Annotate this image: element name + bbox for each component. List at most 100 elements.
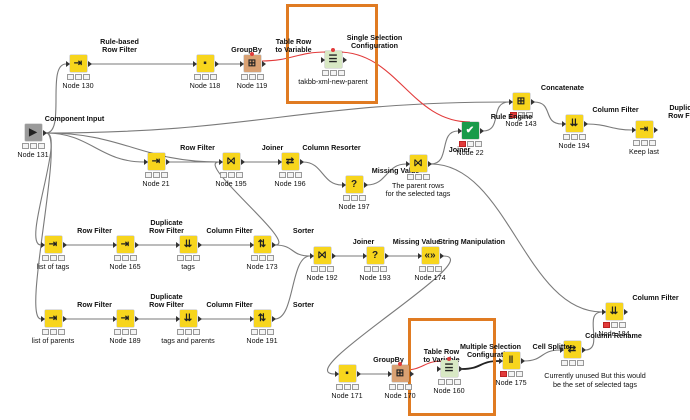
node-icon[interactable]: ⇊ — [565, 115, 583, 132]
input-port[interactable] — [457, 128, 462, 134]
node-icon[interactable]: ⇥ — [69, 55, 87, 72]
input-port[interactable] — [387, 371, 392, 377]
input-port[interactable] — [405, 161, 410, 167]
input-port[interactable] — [277, 159, 282, 165]
node-column-filter-184[interactable]: Column Filter⇊Node 184 — [564, 294, 678, 338]
node-missing-193[interactable]: Missing Value?Node 193 — [325, 238, 440, 282]
output-port[interactable] — [214, 61, 219, 67]
node-icon[interactable]: ⨝ — [222, 153, 240, 170]
node-dup-165[interactable]: Duplicate Row Filter⇥Node 165 — [75, 219, 183, 271]
node-icon[interactable]: ⨝ — [313, 247, 331, 264]
flow-variable-port[interactable] — [446, 357, 451, 361]
input-port[interactable] — [249, 316, 254, 322]
output-port[interactable] — [197, 316, 202, 322]
node-row-filter-tags[interactable]: Row Filter⇥list of tags — [3, 227, 112, 271]
input-port[interactable] — [175, 242, 180, 248]
input-port[interactable] — [192, 61, 197, 67]
input-port[interactable] — [40, 316, 45, 322]
output-port[interactable] — [165, 159, 170, 165]
node-icon[interactable]: ▪ — [196, 55, 214, 72]
node-table-row-var-119[interactable]: Table Row to Variable⊞Node 119 — [202, 38, 312, 90]
input-port[interactable] — [561, 121, 566, 127]
flow-variable-port[interactable] — [249, 52, 254, 56]
node-component-input[interactable]: Component Input▶Node 131 — [0, 115, 104, 159]
node-icon[interactable]: ? — [366, 247, 384, 264]
node-col-filter-tp[interactable]: Column Filter⇊tags and parents — [138, 301, 252, 345]
output-port[interactable] — [439, 253, 444, 259]
output-port[interactable] — [331, 253, 336, 259]
output-port[interactable] — [42, 130, 47, 136]
node-icon[interactable]: ▶ — [24, 124, 42, 141]
output-port[interactable] — [271, 242, 276, 248]
output-port[interactable] — [653, 127, 658, 133]
node-concatenate[interactable]: Concatenate⊞Node 143 — [471, 84, 584, 128]
node-icon[interactable]: ⇄ — [563, 341, 581, 358]
output-port[interactable] — [240, 159, 245, 165]
node-icon[interactable]: ? — [345, 176, 363, 193]
output-port[interactable] — [271, 316, 276, 322]
node-icon[interactable]: ⇥ — [116, 310, 134, 327]
output-port[interactable] — [409, 371, 414, 377]
output-port[interactable] — [427, 161, 432, 167]
node-icon[interactable]: ⇄ — [281, 153, 299, 170]
output-port[interactable] — [87, 61, 92, 67]
node-icon[interactable]: ⇊ — [605, 303, 623, 320]
input-port[interactable] — [309, 253, 314, 259]
node-joiner-192[interactable]: Joiner⨝Node 192 — [272, 238, 374, 282]
node-icon[interactable]: ⇅ — [253, 236, 271, 253]
node-icon[interactable]: «» — [421, 247, 439, 264]
input-port[interactable] — [508, 99, 513, 105]
node-table-row-var-170[interactable]: Table Row to Variable⊞Node 170 — [350, 348, 459, 400]
node-icon[interactable]: ▪ — [338, 365, 356, 382]
node-icon[interactable]: ⊞ — [243, 55, 261, 72]
output-port[interactable] — [384, 253, 389, 259]
node-icon[interactable]: ⊞ — [512, 93, 530, 110]
output-port[interactable] — [62, 242, 67, 248]
output-port[interactable] — [134, 316, 139, 322]
node-icon[interactable]: ⇊ — [179, 236, 197, 253]
input-port[interactable] — [320, 57, 325, 63]
node-groupby-118[interactable]: GroupBy▪Node 118 — [155, 46, 262, 90]
input-port[interactable] — [341, 182, 346, 188]
node-icon[interactable]: ⇥ — [635, 121, 653, 138]
input-port[interactable] — [498, 358, 503, 364]
flow-variable-port[interactable] — [330, 48, 335, 52]
input-port[interactable] — [65, 61, 70, 67]
node-icon[interactable]: ⇅ — [253, 310, 271, 327]
node-cell-splitter[interactable]: Cell Splitter‖Node 175 — [461, 343, 572, 387]
output-port[interactable] — [479, 128, 484, 134]
input-port[interactable] — [239, 61, 244, 67]
node-rule-engine[interactable]: Rule Engine✔Node 22 — [420, 113, 532, 157]
node-joiner-195[interactable]: Joiner⨝Node 195 — [181, 144, 283, 188]
node-multi-sel[interactable]: Multiple Selection Configuration☰Node 16… — [399, 343, 521, 395]
output-port[interactable] — [261, 61, 266, 67]
node-sorter-191[interactable]: Sorter⇅Node 191 — [212, 301, 314, 345]
input-port[interactable] — [249, 242, 254, 248]
node-icon[interactable]: ☰ — [440, 360, 458, 377]
node-icon[interactable]: ⇥ — [44, 310, 62, 327]
output-port[interactable] — [356, 371, 361, 377]
output-port[interactable] — [62, 316, 67, 322]
node-dup-row-filter-keep[interactable]: Duplicate Row Filter⇥Keep last — [594, 104, 690, 156]
input-port[interactable] — [559, 347, 564, 353]
node-col-resorter[interactable]: Column Resorter⇄Node 196 — [240, 144, 360, 188]
node-icon[interactable]: ‖ — [502, 352, 520, 369]
input-port[interactable] — [362, 253, 367, 259]
node-icon[interactable]: ⇥ — [147, 153, 165, 170]
node-icon[interactable]: ✔ — [461, 122, 479, 139]
flow-variable-port[interactable] — [397, 362, 402, 366]
node-col-filter-tags[interactable]: Column Filter⇊tags — [138, 227, 253, 271]
node-column-filter-194[interactable]: Column Filter⇊Node 194 — [524, 106, 638, 150]
output-port[interactable] — [520, 358, 525, 364]
output-port[interactable] — [342, 57, 347, 63]
input-port[interactable] — [175, 316, 180, 322]
output-port[interactable] — [134, 242, 139, 248]
input-port[interactable] — [218, 159, 223, 165]
node-rule-row-filter[interactable]: Rule-based Row Filter⇥Node 130 — [28, 38, 138, 90]
input-port[interactable] — [601, 309, 606, 315]
output-port[interactable] — [458, 366, 463, 372]
input-port[interactable] — [40, 242, 45, 248]
input-port[interactable] — [417, 253, 422, 259]
node-icon[interactable]: ⨝ — [409, 155, 427, 172]
input-port[interactable] — [143, 159, 148, 165]
